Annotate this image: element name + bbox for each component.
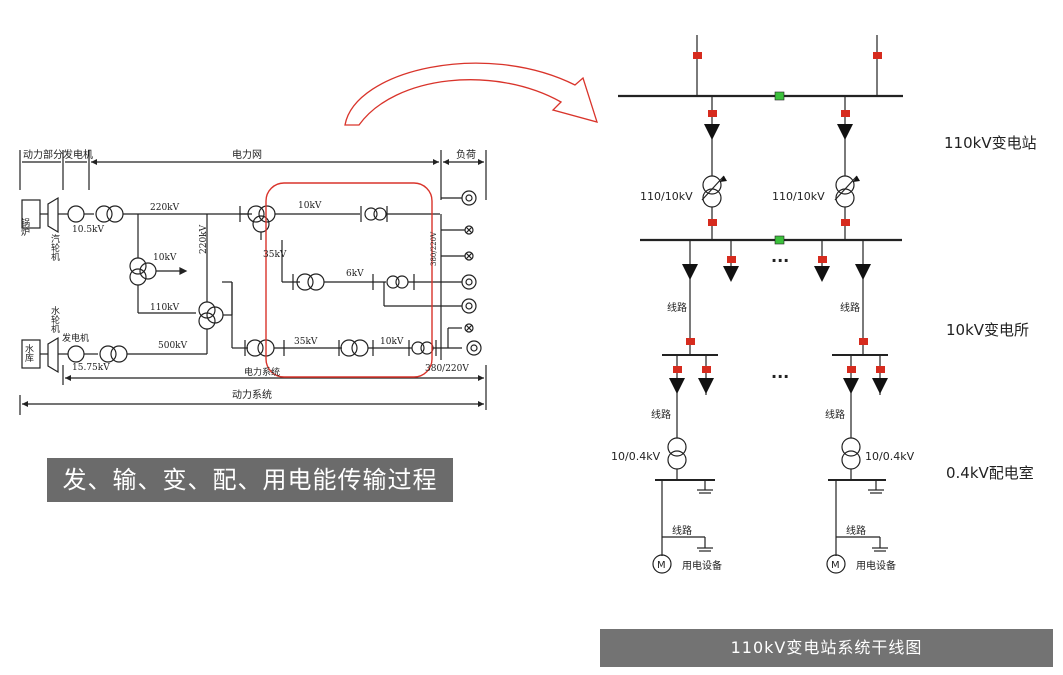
label-v-10-top: 10kV: [298, 201, 322, 211]
motor-icon-b: M: [831, 560, 840, 571]
label-v-220a: 220kV: [150, 203, 180, 213]
label-tr-10-04-a: 10/0.4kV: [611, 450, 661, 463]
label-line-a3: 线路: [672, 524, 692, 537]
left-power-diagram: 动力部分 发电机 电力网 负荷 锅炉 汽轮机 水轮机 水库 发电机 10.5kV…: [19, 148, 487, 415]
label-tr-110-10-b: 110/10kV: [772, 190, 825, 203]
label-v-35-low: 35kV: [294, 337, 318, 347]
label-v-500: 500kV: [158, 341, 188, 351]
caption-left: 发、输、变、配、用电能传输过程: [47, 458, 453, 502]
label-line-b2: 线路: [825, 408, 845, 421]
label-line-a2: 线路: [651, 408, 671, 421]
label-section-generator: 发电机: [63, 148, 93, 161]
label-v-380-vertical: 380/220V: [430, 231, 438, 266]
label-line-b3: 线路: [846, 524, 866, 537]
label-v-10-5: 10.5kV: [72, 225, 104, 235]
label-dots-b: ···: [771, 367, 789, 386]
label-v-10-mid: 10kV: [153, 253, 177, 263]
label-v-220b: 220kV: [199, 224, 209, 254]
label-section-grid: 电力网: [232, 148, 262, 161]
caption-right: 110kV变电站系统干线图: [600, 629, 1053, 667]
label-tr-10-04-b: 10/0.4kV: [865, 450, 915, 463]
curved-arrow-icon: [344, 62, 598, 126]
label-equip-b: 用电设备: [856, 559, 896, 572]
label-tr-110-10-a: 110/10kV: [640, 190, 693, 203]
motor-icon-a: M: [657, 560, 666, 571]
label-steam-turbine: 汽轮机: [49, 233, 60, 262]
label-v-35-mid: 35kV: [263, 250, 287, 260]
label-water-turbine: 水轮机: [49, 305, 60, 334]
label-section-load: 负荷: [456, 148, 476, 161]
label-v-380: 380/220V: [425, 364, 469, 374]
label-dynamic-system: 动力系统: [232, 388, 272, 401]
highlight-box: [265, 182, 433, 378]
label-line-a1: 线路: [667, 301, 687, 314]
label-v-15-75: 15.75kV: [72, 363, 110, 373]
label-dots-a: ···: [771, 251, 789, 270]
level-label-10kv: 10kV变电所: [946, 321, 1030, 339]
label-reservoir: 水库: [23, 343, 34, 363]
level-label-04kv: 0.4kV配电室: [946, 464, 1034, 482]
label-equip-a: 用电设备: [682, 559, 722, 572]
label-line-b1: 线路: [840, 301, 860, 314]
label-v-10-low: 10kV: [380, 337, 404, 347]
right-substation-diagram: 110/10kV 110/10kV ··· ··· 线路 线路 线路 线路 10…: [611, 35, 915, 574]
label-section-power: 动力部分: [23, 148, 63, 161]
label-v-110: 110kV: [150, 303, 180, 313]
level-label-110kv: 110kV变电站: [944, 134, 1037, 152]
label-boiler: 锅炉: [19, 218, 30, 237]
label-generator2: 发电机: [62, 332, 89, 344]
label-power-system: 电力系统: [244, 366, 280, 378]
label-v-6: 6kV: [346, 269, 364, 279]
